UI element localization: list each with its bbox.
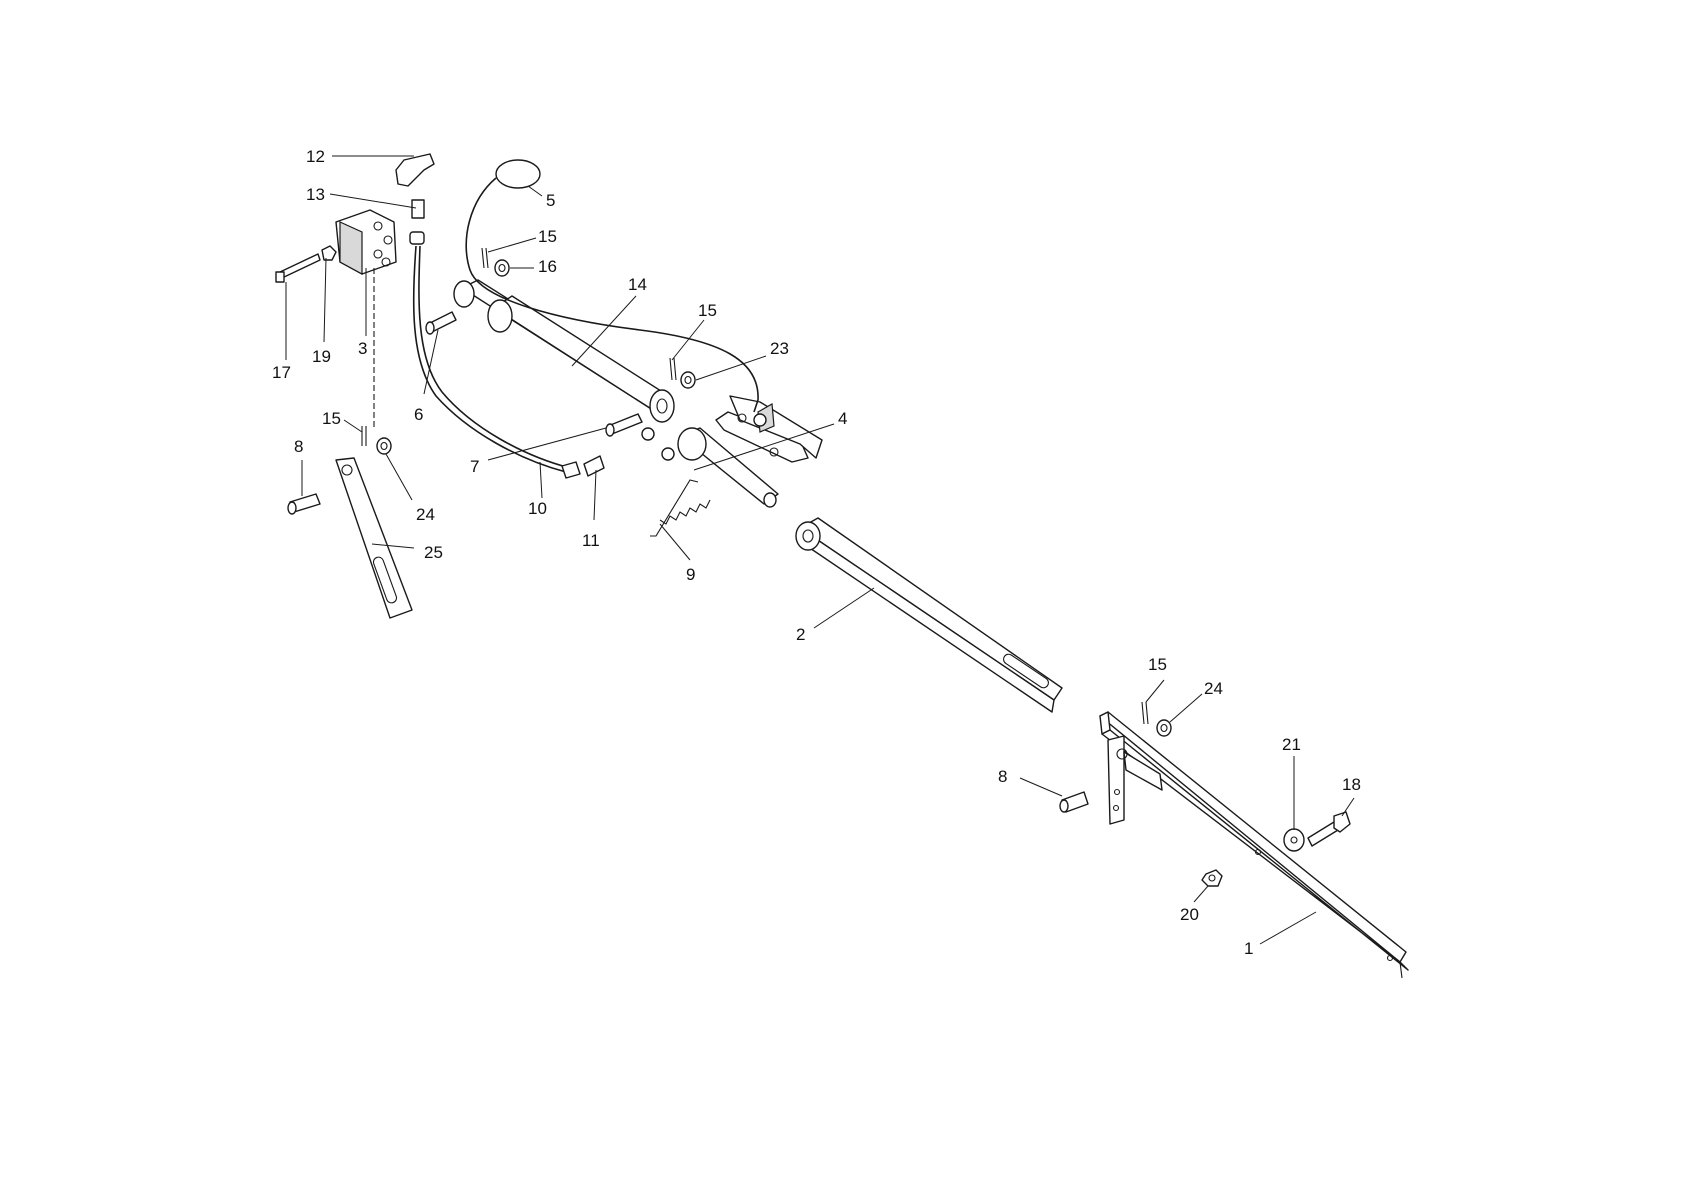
callout-25: 25 (424, 543, 443, 562)
part-24-washer-right (1157, 720, 1171, 736)
part-19-nut (322, 246, 336, 260)
callout-21: 21 (1282, 735, 1301, 754)
part-1-support-bar (1100, 712, 1408, 978)
part-9-spring (650, 448, 710, 536)
callout-12: 12 (306, 147, 325, 166)
callout-7: 7 (470, 457, 479, 476)
callout-24a: 24 (1204, 679, 1223, 698)
callout-19: 19 (312, 347, 331, 366)
callout-16: 16 (538, 257, 557, 276)
callout-20: 20 (1180, 905, 1199, 924)
part-8-pin-left (288, 494, 320, 514)
part-24-washer-left (377, 438, 391, 454)
callout-5: 5 (546, 191, 555, 210)
callout-17: 17 (272, 363, 291, 382)
part-12-cap (396, 154, 434, 186)
part-14-hydraulic-cylinder (454, 280, 674, 422)
callout-8a: 8 (294, 437, 303, 456)
part-13-fitting (410, 200, 424, 244)
callout-24b: 24 (416, 505, 435, 524)
part-15-cotter-pin-d (1142, 702, 1148, 724)
part-11-fitting (584, 456, 604, 476)
callout-15a: 15 (538, 227, 557, 246)
part-17-bolt (276, 254, 320, 282)
callout-13: 13 (306, 185, 325, 204)
part-8-pin-right (1060, 792, 1088, 812)
callout-15b: 15 (698, 301, 717, 320)
callout-1: 1 (1244, 939, 1253, 958)
callout-3: 3 (358, 339, 367, 358)
callout-2: 2 (796, 625, 805, 644)
part-10-hose (414, 246, 580, 478)
part-16-washer (495, 260, 509, 276)
callout-9: 9 (686, 565, 695, 584)
part-15-cotter-pin-b (670, 358, 676, 380)
part-20-nut (1202, 870, 1222, 886)
callout-14: 14 (628, 275, 647, 294)
part-7-pin (606, 414, 654, 440)
callout-4: 4 (838, 409, 847, 428)
callout-10: 10 (528, 499, 547, 518)
part-2-slotted-arm (796, 518, 1062, 712)
callout-11: 11 (582, 531, 600, 550)
callout-15d: 15 (1148, 655, 1167, 674)
callout-6: 6 (414, 405, 423, 424)
callout-15c: 15 (322, 409, 341, 428)
part-15-cotter-pin-c (362, 426, 366, 446)
callout-18: 18 (1342, 775, 1361, 794)
part-6-pin (426, 312, 456, 334)
part-21-washer (1284, 829, 1304, 851)
part-4-clevis-bracket (716, 396, 822, 462)
callout-23: 23 (770, 339, 789, 358)
part-23-washer (681, 372, 695, 388)
part-15-cotter-pin-a (482, 248, 488, 268)
callout-8b: 8 (998, 767, 1007, 786)
part-18-bolt (1308, 812, 1350, 846)
part-25-slotted-plate (336, 458, 412, 618)
